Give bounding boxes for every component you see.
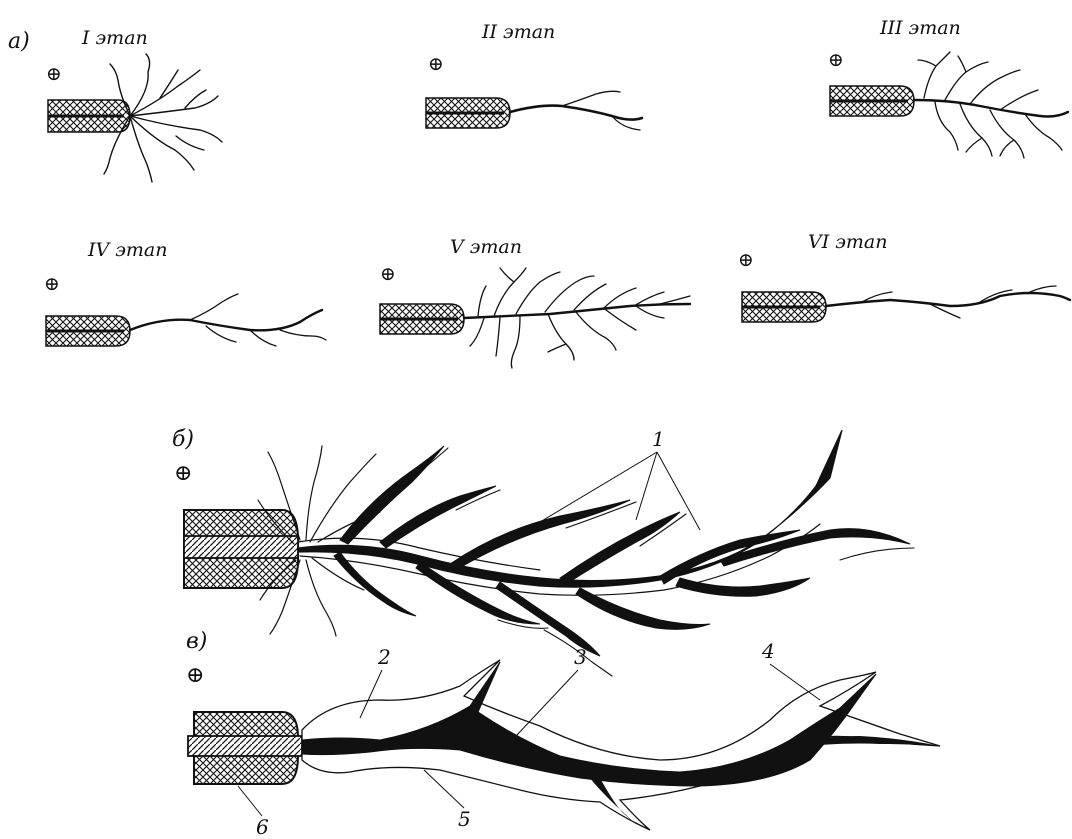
part-b-streamer: [258, 430, 914, 676]
stage-5-polarity: ⊕: [380, 263, 396, 285]
stage-3-streamer: [914, 52, 1068, 158]
callout-3-label: 3: [574, 645, 587, 669]
stage-6-streamer: [826, 286, 1070, 318]
stage-2-polarity: ⊕: [428, 53, 444, 75]
stage-5-streamer: [464, 268, 690, 368]
stage-2-label: II этап: [481, 21, 555, 43]
callout-5-label: 5: [458, 807, 471, 831]
stage-4-polarity: ⊕: [44, 273, 60, 295]
part-c-electrode: [188, 712, 302, 784]
stage-5: V этап ⊕: [380, 236, 690, 368]
stage-6-polarity: ⊕: [738, 249, 754, 271]
part-a-label: а): [8, 29, 30, 54]
stage-6: VI этап ⊕: [738, 231, 1070, 322]
part-b-polarity: ⊕: [174, 461, 192, 486]
stage-2-electrode: [426, 98, 510, 128]
part-c-label: в): [186, 629, 207, 654]
stage-4-label: IV этап: [87, 239, 168, 261]
stage-6-label: VI этап: [808, 231, 888, 253]
stage-3-electrode: [830, 86, 914, 116]
stage-4: IV этап ⊕: [44, 239, 326, 346]
stage-3-label: III этап: [879, 17, 961, 39]
part-b-electrode: [184, 510, 298, 588]
stage-4-streamer: [130, 294, 326, 346]
callout-2-label: 2: [377, 645, 391, 669]
part-c: в) ⊕ 2 3 4 5 6: [186, 629, 940, 839]
stage-1-polarity: ⊕: [46, 63, 62, 85]
part-b-label: б): [172, 427, 194, 452]
callout-6-label: 6: [256, 815, 269, 839]
stage-5-label: V этап: [450, 236, 522, 258]
stage-1-label: I этап: [81, 27, 148, 49]
stage-3: III этап ⊕: [828, 17, 1068, 158]
stage-2: II этап ⊕: [426, 21, 642, 130]
callout-4-label: 4: [761, 639, 775, 663]
part-b: б) ⊕: [172, 427, 914, 676]
stage-1-electrode: [48, 100, 130, 132]
stage-6-electrode: [742, 292, 826, 322]
stage-1: I этап ⊕: [46, 27, 222, 182]
part-c-polarity: ⊕: [186, 663, 204, 688]
stage-5-electrode: [380, 304, 464, 334]
callout-1-label: 1: [652, 427, 665, 451]
stage-4-electrode: [46, 316, 130, 346]
stage-3-polarity: ⊕: [828, 49, 844, 71]
part-c-streamer: [302, 660, 940, 830]
stage-2-streamer: [510, 91, 642, 130]
